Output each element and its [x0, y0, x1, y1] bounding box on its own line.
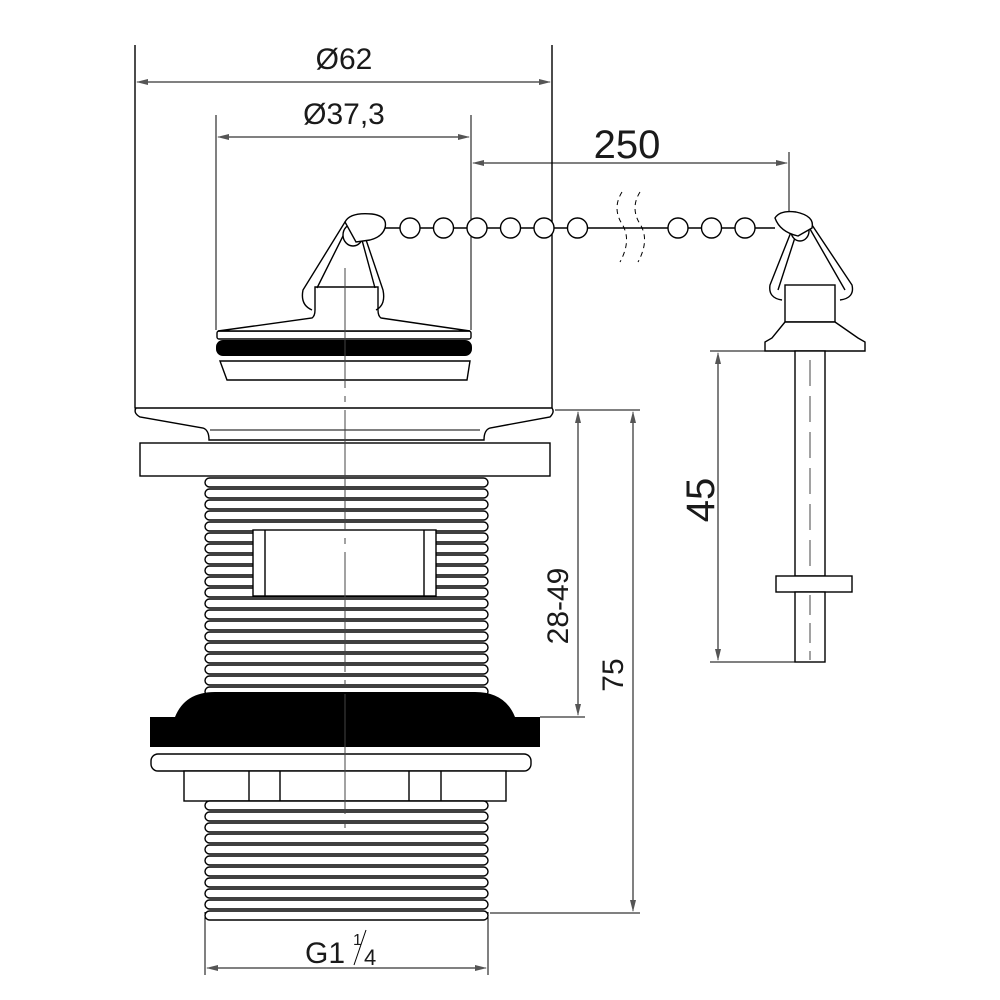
label-total-height: 75: [597, 658, 630, 691]
thread-ridge: [204, 899, 489, 910]
thread-ridge: [204, 833, 489, 844]
overflow-pin: [764, 210, 866, 663]
fraction-slash: [353, 929, 367, 966]
thread-ridge: [204, 910, 489, 921]
label-outer-diameter: Ø62: [316, 43, 373, 76]
thread-ridge: [204, 888, 489, 899]
thread-ridge: [204, 488, 489, 499]
chain-bead: [499, 217, 522, 239]
chain-bead: [432, 217, 455, 239]
body-thread-lower: [204, 800, 489, 921]
chain-bead: [700, 217, 723, 239]
chain-bead: [734, 217, 756, 239]
thread-ridge: [204, 477, 489, 488]
thread-fraction-denominator: 4: [364, 945, 376, 970]
thread-main-text: G1: [305, 937, 345, 970]
thread-ridge: [204, 822, 489, 833]
thread-ridge: [204, 620, 489, 631]
thread-ridge: [204, 631, 489, 642]
plug-o-ring: [216, 340, 472, 356]
thread-ridge: [204, 811, 489, 822]
thread-ridge: [204, 675, 489, 686]
chain-bead: [566, 217, 589, 239]
thread-ridge: [204, 866, 489, 877]
thread-ridge: [204, 800, 489, 811]
label-thread-size: G1 1 4: [305, 929, 376, 970]
plug-stopper: [216, 212, 472, 381]
thread-ridge: [204, 642, 489, 653]
thread-ridge: [204, 598, 489, 609]
label-plug-diameter: Ø37,3: [303, 98, 385, 131]
chain-break-symbol: [616, 191, 645, 263]
thread-ridge: [204, 877, 489, 888]
dimension-lines: [136, 79, 788, 971]
thread-ridge: [204, 499, 489, 510]
thread-ridge: [204, 844, 489, 855]
chain-bead: [399, 217, 421, 239]
metal-washer: [150, 753, 532, 772]
label-chain-length: 250: [594, 123, 661, 167]
label-clamp-range: 28-49: [542, 568, 575, 645]
ball-chain: [385, 217, 775, 239]
thread-ridge: [204, 510, 489, 521]
chain-bead: [533, 217, 555, 239]
thread-ridge: [204, 609, 489, 620]
flange-cover: [134, 45, 554, 477]
thread-ridge: [204, 855, 489, 866]
chain-bead: [667, 217, 689, 239]
thread-ridge: [204, 664, 489, 675]
thread-ridge: [204, 653, 489, 664]
chain-bead: [466, 217, 488, 239]
label-pin-length: 45: [679, 478, 723, 523]
thread-fraction-numerator: 1: [353, 932, 362, 949]
